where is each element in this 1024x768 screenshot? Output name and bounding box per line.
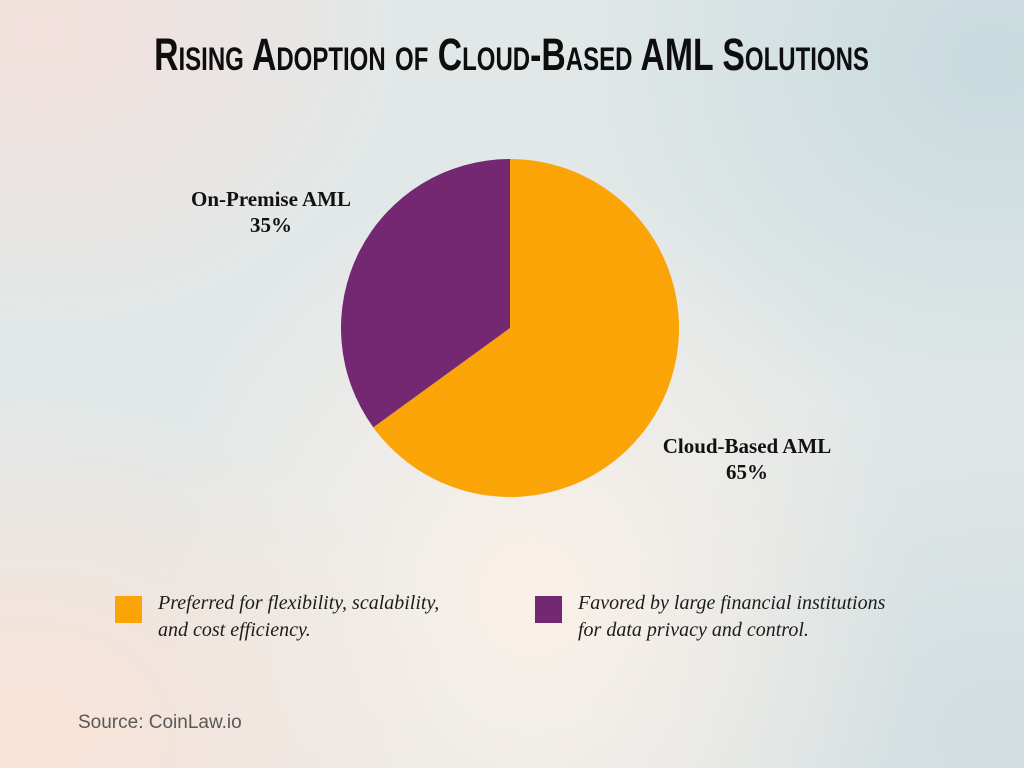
pie-slice-cloud-based-aml — [373, 159, 679, 497]
slice-label-on-premise: On-Premise AML 35% — [161, 186, 381, 238]
legend-text-cloud-based: Preferred for flexibility, scalability, … — [158, 590, 439, 644]
legend-swatch-cloud-based — [115, 596, 142, 623]
slice-label-on-premise-value: 35% — [250, 213, 292, 237]
pie-slice-on-premise-aml — [341, 159, 510, 428]
slice-label-cloud-based: Cloud-Based AML 65% — [637, 433, 857, 485]
source-attribution: Source: CoinLaw.io — [78, 712, 242, 733]
legend-text-on-premise-line1: Favored by large financial institutions — [578, 592, 886, 614]
legend-text-on-premise: Favored by large financial institutions … — [578, 590, 885, 644]
slice-label-cloud-based-value: 65% — [726, 460, 768, 484]
legend-item-cloud-based: Preferred for flexibility, scalability, … — [115, 590, 439, 644]
chart-title-text: Rising Adoption of Cloud-Based AML Solut… — [154, 29, 870, 80]
legend-item-on-premise: Favored by large financial institutions … — [535, 590, 885, 644]
slice-label-cloud-based-name: Cloud-Based AML — [662, 434, 832, 458]
legend-text-on-premise-line2: for data privacy and control. — [578, 619, 809, 641]
chart-title: Rising Adoption of Cloud-Based AML Solut… — [0, 30, 1024, 80]
slice-label-on-premise-name: On-Premise AML — [190, 187, 351, 211]
legend-swatch-on-premise — [535, 596, 562, 623]
pie-chart — [341, 159, 679, 497]
legend-text-cloud-based-line1: Preferred for flexibility, scalability, — [158, 592, 440, 614]
legend-text-cloud-based-line2: and cost efficiency. — [158, 619, 311, 641]
